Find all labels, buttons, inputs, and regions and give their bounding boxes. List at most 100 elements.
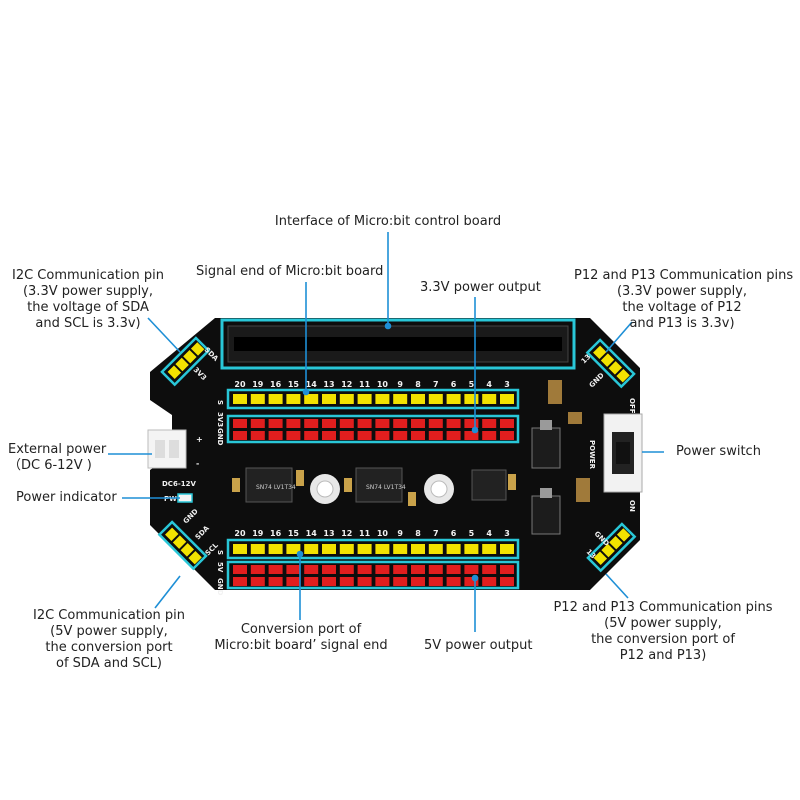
bottom-pin-number-4: 4 (486, 529, 492, 538)
top-gnd-pin-7 (357, 431, 372, 440)
row-label-gnd-bottom: GND (216, 578, 224, 596)
interface-label: Interface of Micro:bit control board (274, 214, 502, 229)
bottom-5v-pin-4 (304, 565, 319, 574)
bottom-pin-number-11: 11 (359, 529, 371, 538)
row-label-s-top: S (216, 400, 224, 405)
top-signal-pin-0 (233, 394, 247, 404)
top-signal-pin-3 (286, 394, 301, 404)
svg-text:PW: PW (164, 495, 177, 503)
top-pin-number-4: 4 (486, 380, 492, 389)
top-pin-number-12: 12 (341, 380, 352, 389)
bottom-5v-pin-14 (482, 565, 497, 574)
top-33v-pin-12 (446, 419, 461, 428)
signal-row-bottom-frame (226, 538, 520, 560)
top-33v-pin-4 (304, 419, 319, 428)
top-pin-number-7: 7 (433, 380, 439, 389)
top-signal-pin-6 (339, 394, 354, 404)
signal-row-top-frame (226, 388, 520, 410)
bottom-signal-pin-4 (304, 544, 319, 554)
top-33v-pin-9 (393, 419, 408, 428)
top-pin-number-19: 19 (252, 380, 264, 389)
top-pin-number-10: 10 (377, 380, 389, 389)
top-signal-pin-2 (268, 394, 283, 404)
bottom-5v-pin-8 (375, 565, 390, 574)
bottom-signal-pin-6 (339, 544, 354, 554)
top-gnd-pin-0 (233, 431, 247, 440)
top-pin-number-20: 20 (234, 380, 246, 389)
microbit-slot-frame (220, 318, 576, 370)
top-gnd-pin-9 (393, 431, 408, 440)
top-signal-pin-13 (464, 394, 479, 404)
bottom-gnd-pin-14 (482, 577, 497, 586)
bottom-gnd-pin-15 (500, 577, 514, 586)
conversion-port-label: Conversion port of Micro:bit board’ sign… (214, 622, 388, 653)
bottom-signal-pin-7 (357, 544, 372, 554)
top-gnd-pin-13 (464, 431, 479, 440)
bottom-gnd-pin-9 (393, 577, 408, 586)
bottom-signal-pin-0 (233, 544, 247, 554)
power-switch-label: Power switch (676, 444, 761, 459)
p12-p13-header-33v (585, 338, 636, 389)
bottom-5v-pin-10 (411, 565, 425, 574)
power-switch[interactable] (603, 413, 643, 493)
row-label-5v: 5V (216, 562, 224, 573)
top-33v-pin-0 (233, 419, 247, 428)
bottom-pin-number-14: 14 (306, 529, 318, 538)
top-signal-pin-15 (500, 394, 514, 404)
bottom-5v-pin-0 (233, 565, 247, 574)
board-pcb (150, 318, 640, 590)
bottom-gnd-pin-1 (250, 577, 265, 586)
top-33v-pin-10 (411, 419, 425, 428)
bottom-gnd-pin-4 (304, 577, 319, 586)
bottom-pin-number-13: 13 (323, 529, 334, 538)
bottom-pin-number-6: 6 (451, 529, 457, 538)
svg-text:SN74 LV1T34: SN74 LV1T34 (366, 484, 406, 491)
level-shifter-ic-2: SN74 LV1T34 (355, 467, 406, 503)
p12-p13-header-5v (586, 522, 637, 573)
bottom-signal-pin-13 (464, 544, 479, 554)
top-gnd-pin-2 (268, 431, 283, 440)
power-silk-label: POWER (588, 440, 596, 470)
svg-text:ON: ON (628, 500, 636, 512)
svg-text:+: + (196, 435, 203, 444)
top-signal-pin-5 (322, 394, 336, 404)
top-33v-pin-5 (322, 419, 336, 428)
bottom-gnd-pin-6 (339, 577, 354, 586)
top-33v-pin-7 (357, 419, 372, 428)
p12-p13-33v-label: P12 and P13 Communication pins (3.3V pow… (574, 268, 794, 331)
top-signal-pin-9 (393, 394, 408, 404)
bottom-pin-number-16: 16 (270, 529, 282, 538)
bottom-gnd-pin-7 (357, 577, 372, 586)
bottom-gnd-pin-13 (464, 577, 479, 586)
top-signal-pin-14 (482, 394, 497, 404)
power-row-bottom-frame (226, 560, 520, 590)
bottom-pin-number-9: 9 (397, 529, 403, 538)
top-pin-number-8: 8 (415, 380, 421, 389)
top-gnd-pin-12 (446, 431, 461, 440)
bottom-5v-pin-5 (322, 565, 336, 574)
power-33v-label: 3.3V power output (420, 280, 541, 295)
leader-lines (108, 232, 664, 632)
bottom-gnd-pin-0 (233, 577, 247, 586)
top-signal-pin-1 (250, 394, 265, 404)
bottom-gnd-pin-2 (268, 577, 283, 586)
top-gnd-pin-4 (304, 431, 319, 440)
svg-text:-: - (196, 459, 199, 468)
top-pin-number-16: 16 (270, 380, 282, 389)
top-signal-pin-7 (357, 394, 372, 404)
top-pin-number-5: 5 (469, 380, 475, 389)
bottom-pin-number-15: 15 (288, 529, 300, 538)
top-signal-pin-8 (375, 394, 390, 404)
bottom-5v-pin-13 (464, 565, 479, 574)
dc-power-connector (147, 429, 187, 469)
bottom-signal-pin-9 (393, 544, 408, 554)
i2c-header-33v (160, 336, 211, 387)
dc-silk-label: DC6-12V (162, 480, 196, 488)
level-shifter-ic-1: SN74 LV1T34 (245, 467, 296, 503)
svg-text:SN74 LV1T34: SN74 LV1T34 (256, 484, 296, 491)
top-signal-pin-12 (446, 394, 461, 404)
row-label-gnd-top: GND (216, 428, 224, 446)
power-indicator-label: Power indicator (16, 490, 117, 505)
top-pin-number-15: 15 (288, 380, 300, 389)
